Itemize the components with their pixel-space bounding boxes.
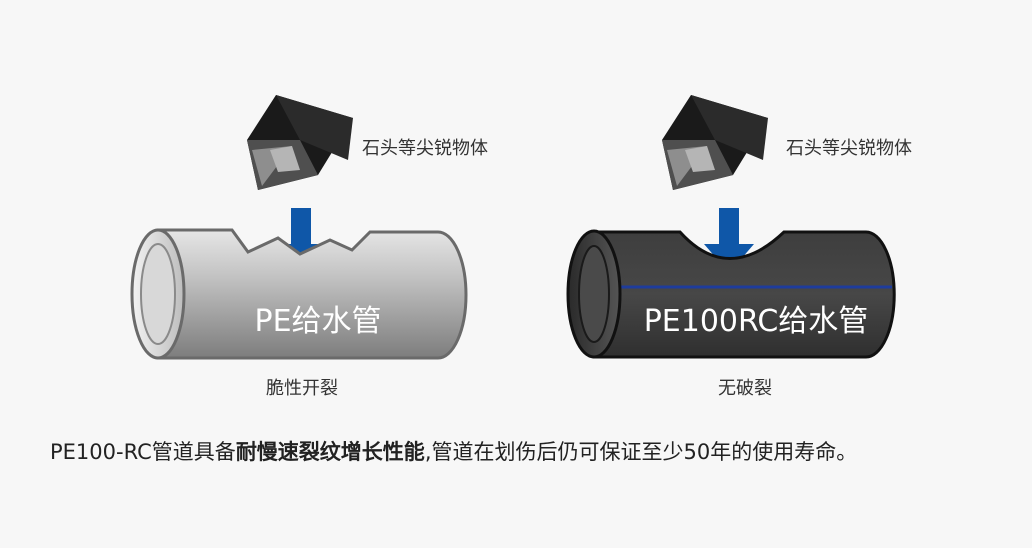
right-dented-pipe (566, 229, 896, 359)
summary-suffix: ,管道在划伤后仍可保证至少50年的使用寿命。 (424, 440, 858, 464)
right-pipe-label: PE100RC给水管 (643, 304, 869, 339)
left-pipe-label: PE给水管 (254, 304, 382, 339)
right-stone-icon (662, 95, 768, 190)
right-result-caption: 无破裂 (718, 378, 772, 399)
left-stone-icon (247, 95, 353, 190)
summary-emphasis: 耐慢速裂纹增长性能 (235, 440, 425, 464)
summary-text: PE100-RC管道具备耐慢速裂纹增长性能,管道在划伤后仍可保证至少50年的使用… (50, 436, 857, 466)
right-object-label: 石头等尖锐物体 (786, 138, 912, 159)
left-cracked-pipe (130, 228, 468, 360)
left-result-caption: 脆性开裂 (266, 378, 338, 399)
left-object-label: 石头等尖锐物体 (362, 138, 488, 159)
summary-prefix: PE100-RC管道具备 (50, 440, 236, 464)
